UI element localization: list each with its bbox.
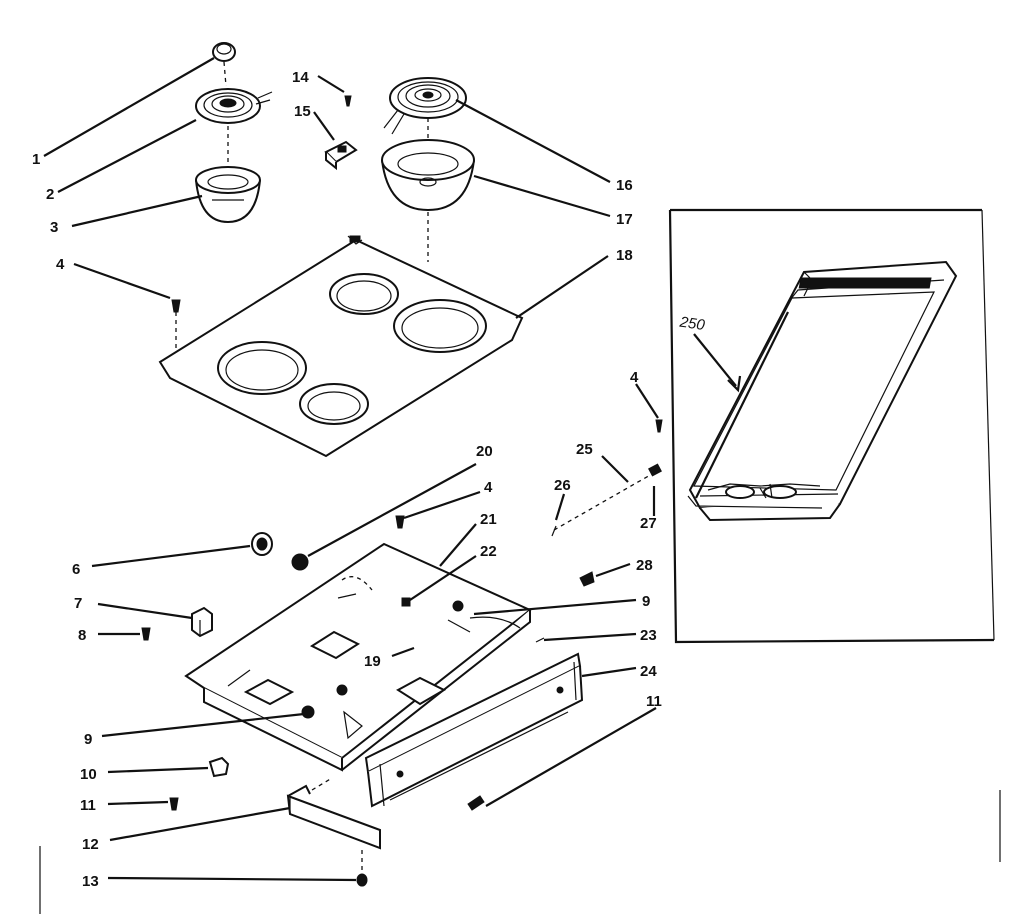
part-25-rod <box>551 463 662 537</box>
part-17-large-drip-bowl <box>381 139 475 212</box>
part-11-screw-right <box>467 795 485 811</box>
callout-17: 17 <box>616 211 633 228</box>
part-7-clip <box>191 606 213 638</box>
callout-26: 26 <box>554 477 571 494</box>
callout-25: 25 <box>576 441 593 458</box>
callout-12: 12 <box>82 836 99 853</box>
part-13-screw <box>356 850 368 887</box>
part-14-screw <box>344 95 352 107</box>
callout-7: 7 <box>74 595 82 612</box>
callout-8: 8 <box>78 627 86 644</box>
callout-19: 19 <box>364 653 381 670</box>
callout-18: 18 <box>616 247 633 264</box>
callout-250: 250 <box>678 314 707 335</box>
leader-lines <box>43 57 742 882</box>
main-top-frame <box>184 542 532 772</box>
part-23-24-front-rail <box>364 637 584 808</box>
part-12-bracket <box>286 777 381 850</box>
callout-2: 2 <box>46 186 54 203</box>
part-11-screw-left <box>169 797 179 811</box>
inset-box <box>668 208 995 644</box>
part-250-cooktop-assembly <box>687 260 958 522</box>
callout-14: 14 <box>292 69 309 86</box>
part-18-cooktop <box>158 235 524 458</box>
callout-28: 28 <box>636 557 653 574</box>
callout-15: 15 <box>294 103 311 120</box>
callout-4: 4 <box>56 256 65 273</box>
callout-6: 6 <box>72 561 80 578</box>
part-10-clip <box>208 756 230 778</box>
part-4-screw-right <box>655 419 663 433</box>
callout-9: 9 <box>642 593 650 610</box>
callout-24: 24 <box>640 663 657 680</box>
callout-4: 4 <box>484 479 493 496</box>
callout-3: 3 <box>50 219 58 236</box>
part-4-screw-middle <box>395 515 405 529</box>
part-28-clip <box>579 571 595 587</box>
callout-13: 13 <box>82 873 99 890</box>
part-16-large-surface-element <box>383 77 467 135</box>
callout-21: 21 <box>480 511 497 528</box>
part-1-cap <box>212 42 236 62</box>
part-8-screw <box>141 627 151 641</box>
callout-20: 20 <box>476 443 493 460</box>
part-6-knob <box>251 532 273 556</box>
callout-27: 27 <box>640 515 657 532</box>
callout-9: 9 <box>84 731 92 748</box>
part-3-small-drip-bowl <box>195 166 261 224</box>
callout-22: 22 <box>480 543 497 560</box>
callout-11: 11 <box>80 797 96 814</box>
callout-10: 10 <box>80 766 97 783</box>
callout-4: 4 <box>630 369 639 386</box>
callout-1: 1 <box>32 151 40 168</box>
part-20-nut <box>291 553 309 571</box>
callout-11: 11 <box>646 693 662 710</box>
part-2-small-surface-element <box>195 88 273 124</box>
part-15-terminal-block <box>324 140 358 171</box>
part-4-screw-top <box>171 299 181 313</box>
callout-23: 23 <box>640 627 657 644</box>
callout-labels: 1 2 3 4 14 15 16 17 18 20 4 21 22 6 7 8 … <box>32 69 707 890</box>
callout-16: 16 <box>616 177 633 194</box>
